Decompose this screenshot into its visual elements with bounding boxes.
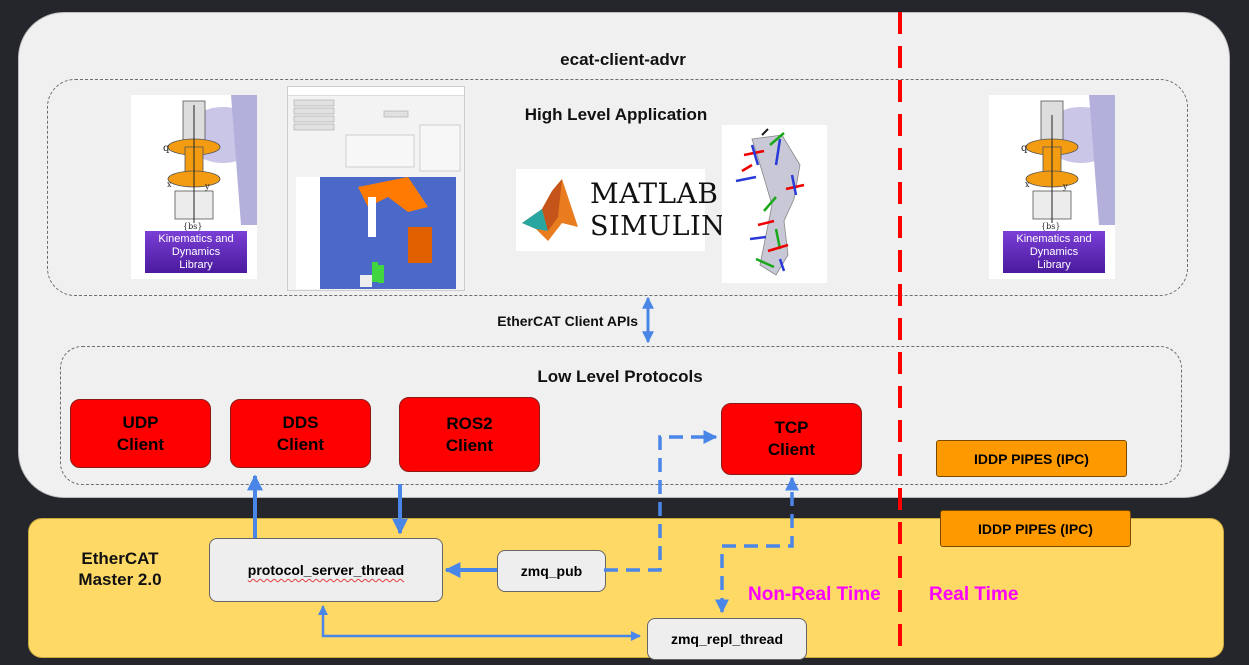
kdl-line3: Library <box>179 258 213 271</box>
kdl-line2: Dynamics <box>171 245 221 258</box>
hmi-window-illustration <box>293 99 461 289</box>
iddp-pipes-master: IDDP PIPES (IPC) <box>940 510 1131 547</box>
svg-text:x: x <box>167 180 172 189</box>
protocol-server-thread-label: protocol_server_thread <box>247 562 405 578</box>
zmq-pub-to-tcp-arrow <box>604 430 718 572</box>
zmq-pub[interactable]: zmq_pub <box>497 550 606 592</box>
low-level-title: Low Level Protocols <box>537 367 703 386</box>
svg-text:x: x <box>1025 180 1030 189</box>
tcp-client-line2: Client <box>767 440 816 459</box>
matlab-wordmark: MATLAB <box>590 177 719 210</box>
robot-frames-image <box>722 125 827 283</box>
kdl-banner-right: Kinematics and Dynamics Library <box>1003 231 1105 273</box>
matlab-simulink-logo: MATLAB SIMULINK <box>516 169 745 251</box>
kdl-image-left: q y x {bs} Kinematics and Dynamics Libra… <box>131 95 257 279</box>
high-level-application-box <box>47 79 1188 296</box>
simulink-wordmark: SIMULINK <box>590 211 746 242</box>
tcp-client-line1: TCP <box>774 418 809 437</box>
svg-text:y: y <box>1062 182 1068 191</box>
robot-panel-hmi-image <box>287 86 465 291</box>
tcp-client[interactable]: TCP Client <box>721 403 862 475</box>
dds-client[interactable]: DDS Client <box>230 399 371 468</box>
svg-text:y: y <box>204 182 210 191</box>
master-title-line2: Master 2.0 <box>78 570 162 589</box>
master-title-line1: EtherCAT <box>81 549 159 568</box>
protocol-server-thread[interactable]: protocol_server_thread <box>209 538 443 602</box>
udp-client-line1: UDP <box>122 412 159 432</box>
iddp-pipes-client: IDDP PIPES (IPC) <box>936 440 1127 477</box>
svg-text:{bs}: {bs} <box>1041 222 1060 231</box>
client-title: ecat-client-advr <box>560 50 686 69</box>
dds-client-line1: DDS <box>282 412 319 432</box>
dds-client-line2: Client <box>276 434 325 454</box>
kdl-image-right: q y x {bs} Kinematics and Dynamics Libra… <box>989 95 1115 279</box>
udp-client[interactable]: UDP Client <box>70 399 211 468</box>
real-time-label: Real Time <box>929 584 1019 605</box>
high-level-title: High Level Application <box>524 105 708 124</box>
master-title: EtherCAT Master 2.0 <box>60 548 180 590</box>
svg-text:q: q <box>163 143 170 154</box>
ros2-client[interactable]: ROS2 Client <box>399 397 540 472</box>
kdl-line3: Library <box>1037 258 1071 271</box>
ethercat-client-apis-label: EtherCAT Client APIs <box>497 313 638 329</box>
zmq-repl-to-tcp-arrow <box>715 476 799 614</box>
low-level-protocols-box <box>60 346 1182 485</box>
thread-to-zmq-repl-arrow <box>318 605 641 641</box>
matlab-membrane-icon <box>522 179 578 241</box>
zmq-repl-thread[interactable]: zmq_repl_thread <box>647 618 807 660</box>
ros2-client-line1: ROS2 <box>446 413 493 433</box>
kdl-line1: Kinematics and <box>158 232 234 245</box>
kdl-banner-left: Kinematics and Dynamics Library <box>145 231 247 273</box>
kdl-line1: Kinematics and <box>1016 232 1092 245</box>
ros2-client-line2: Client <box>445 435 494 455</box>
kdl-line2: Dynamics <box>1029 245 1079 258</box>
robot-frames-illustration <box>735 128 805 276</box>
svg-text:{bs}: {bs} <box>183 222 202 231</box>
udp-client-line2: Client <box>116 434 165 454</box>
svg-text:q: q <box>1021 143 1028 154</box>
